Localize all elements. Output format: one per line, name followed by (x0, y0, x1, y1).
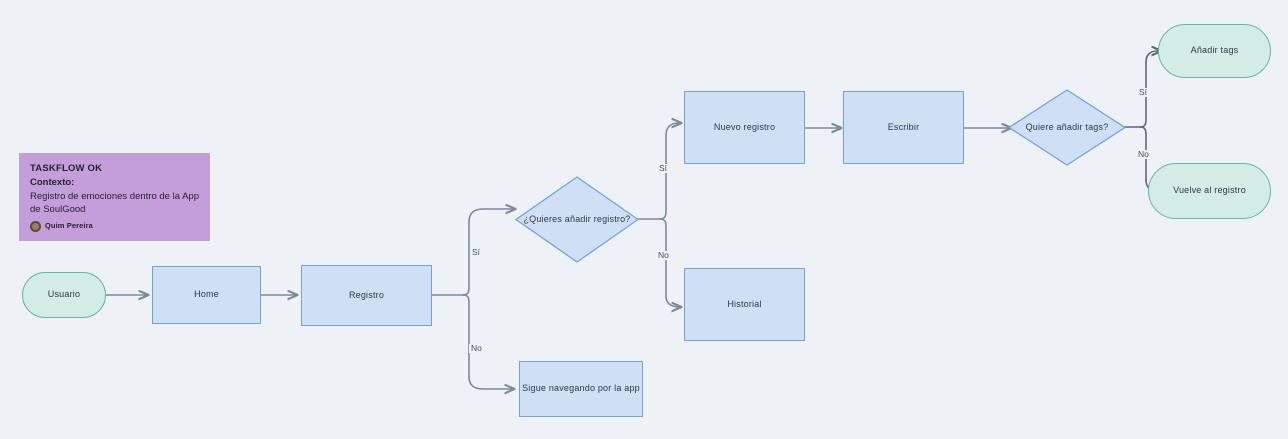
sticky-note-taskflow[interactable]: TASKFLOW OK Contexto: Registro de emocio… (19, 153, 210, 241)
note-body: Registro de emociones dentro de la App d… (30, 190, 199, 216)
node-anadir-tags-label: Añadir tags (1190, 45, 1239, 56)
edge-label-tags-no: No (1136, 149, 1151, 159)
node-nuevo-registro-label: Nuevo registro (713, 121, 776, 132)
note-subtitle: Contexto: (30, 177, 75, 189)
node-historial[interactable]: Historial (684, 268, 805, 341)
node-usuario-label: Usuario (47, 289, 81, 300)
edge-label-decision1-no: No (656, 250, 671, 260)
edge-label-decision1-si: Sí (657, 163, 670, 173)
node-usuario[interactable]: Usuario (22, 272, 106, 318)
node-escribir[interactable]: Escribir (843, 91, 964, 164)
edge-label-registro-si: Sí (470, 247, 483, 257)
node-registro[interactable]: Registro (301, 265, 432, 326)
node-sigue-navegando[interactable]: Sigue navegando por la app (519, 361, 643, 417)
node-quiere-anadir-tags-label: Quiere añadir tags? (1025, 121, 1109, 132)
note-author: Quim Pereira (30, 220, 200, 232)
node-registro-label: Registro (348, 289, 385, 300)
node-escribir-label: Escribir (887, 121, 920, 132)
node-nuevo-registro[interactable]: Nuevo registro (684, 91, 805, 164)
avatar-icon (30, 220, 41, 232)
node-vuelve-al-registro-label: Vuelve al registro (1173, 185, 1246, 196)
node-anadir-tags[interactable]: Añadir tags (1158, 24, 1271, 78)
diamond-shape (1008, 89, 1126, 166)
note-author-name: Quim Pereira (45, 221, 93, 231)
node-sigue-navegando-label: Sigue navegando por la app (522, 383, 640, 394)
node-quieres-anadir-registro-label: ¿Quieres añadir registro? (523, 213, 631, 224)
node-quiere-anadir-tags[interactable]: Quiere añadir tags? (1008, 89, 1126, 166)
node-vuelve-al-registro[interactable]: Vuelve al registro (1148, 163, 1271, 219)
edge-label-registro-no: No (469, 343, 484, 353)
node-home[interactable]: Home (152, 266, 261, 324)
node-quieres-anadir-registro[interactable]: ¿Quieres añadir registro? (515, 176, 639, 263)
diamond-shape (515, 176, 639, 263)
note-title: TASKFLOW OK (30, 163, 103, 174)
node-historial-label: Historial (727, 298, 762, 309)
node-home-label: Home (194, 289, 219, 300)
edge-label-tags-si: Sí (1137, 87, 1150, 97)
